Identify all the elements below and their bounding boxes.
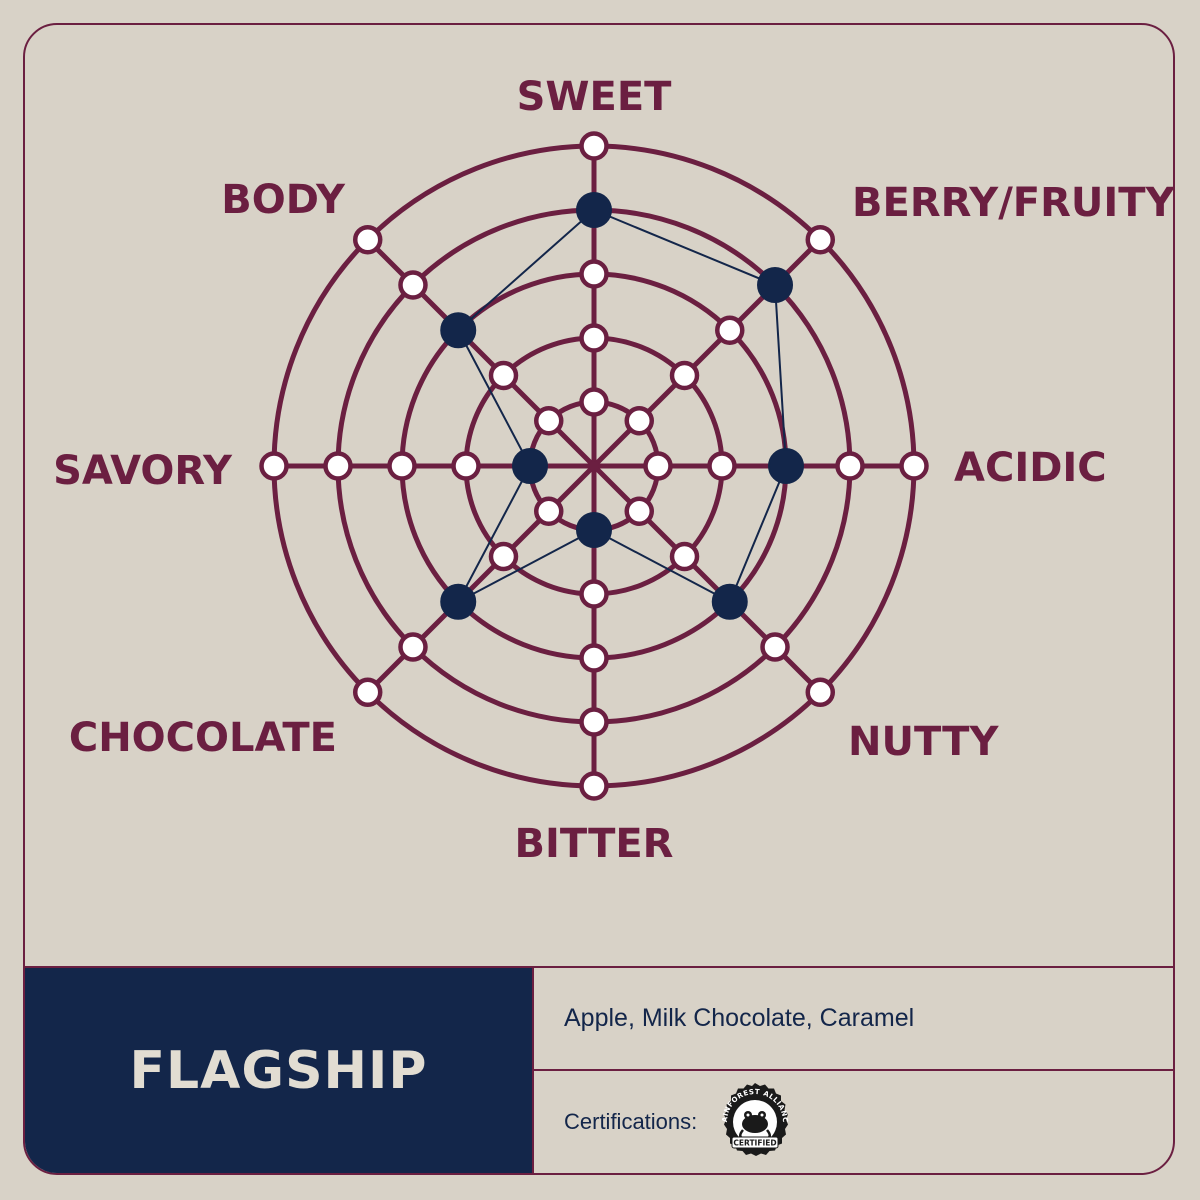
certifications-row: Certifications:	[534, 1071, 1173, 1173]
axis-label-acidic: ACIDIC	[954, 445, 1107, 491]
product-info: Apple, Milk Chocolate, Caramel Certifica…	[532, 968, 1173, 1173]
level-marker	[398, 632, 428, 662]
level-marker	[707, 451, 737, 481]
level-marker	[899, 451, 929, 481]
level-marker	[579, 323, 609, 353]
level-marker	[533, 496, 564, 527]
product-name-box: FLAGSHIP	[25, 968, 532, 1173]
level-marker	[323, 451, 353, 481]
level-marker	[805, 677, 836, 708]
level-marker	[488, 541, 519, 572]
tasting-notes-row: Apple, Milk Chocolate, Caramel	[534, 968, 1173, 1071]
level-marker	[387, 451, 417, 481]
level-marker	[805, 224, 836, 255]
level-marker	[579, 131, 609, 161]
level-marker	[579, 387, 609, 417]
axis-spoke	[365, 237, 596, 468]
level-marker	[643, 451, 673, 481]
axis-label-bitter: BITTER	[515, 821, 674, 867]
level-marker	[835, 451, 865, 481]
axis-spoke	[592, 464, 823, 695]
center-dot	[589, 461, 599, 471]
axis-label-nutty: NUTTY	[848, 719, 999, 765]
level-marker	[579, 707, 609, 737]
level-marker	[579, 771, 609, 801]
level-marker	[579, 643, 609, 673]
level-marker	[488, 360, 519, 391]
value-point	[440, 312, 477, 349]
value-point	[768, 448, 804, 484]
flavor-card: SWEET BERRY/FRUITY ACIDIC NUTTY BITTER CHOCOL…	[23, 23, 1175, 1175]
level-marker	[669, 360, 700, 391]
level-marker	[451, 451, 481, 481]
axis-label-body: BODY	[221, 177, 346, 223]
level-marker	[352, 224, 383, 255]
axis-label-berry-fruity: BERRY/FRUITY	[852, 180, 1173, 226]
level-marker	[624, 496, 655, 527]
level-marker	[579, 579, 609, 609]
product-panel: FLAGSHIP Apple, Milk Chocolate, Caramel …	[25, 966, 1173, 1173]
certifications-label: Certifications:	[564, 1109, 698, 1134]
product-name: FLAGSHIP	[129, 1040, 428, 1101]
value-point	[711, 583, 748, 620]
level-marker	[259, 451, 289, 481]
axis-label-chocolate: CHOCOLATE	[69, 715, 337, 761]
level-marker	[669, 541, 700, 572]
level-marker	[398, 270, 428, 300]
axis-label-sweet: SWEET	[517, 74, 673, 120]
value-point	[440, 583, 477, 620]
level-marker	[352, 677, 383, 708]
value-point	[576, 192, 612, 228]
level-marker	[715, 315, 745, 345]
tasting-notes: Apple, Milk Chocolate, Caramel	[564, 1004, 915, 1032]
flavor-radar-chart: SWEET BERRY/FRUITY ACIDIC NUTTY BITTER CHOCOL…	[53, 74, 1173, 867]
value-point	[576, 512, 612, 548]
axis-spoke	[365, 464, 596, 695]
level-marker	[624, 405, 655, 436]
level-marker	[760, 632, 790, 662]
value-point	[512, 448, 548, 484]
level-marker	[533, 405, 564, 436]
value-point	[757, 266, 794, 303]
rainforest-alliance-seal-icon: RAINFOREST ALLIANCE CERTIFIED	[715, 1082, 789, 1156]
svg-text:CERTIFIED: CERTIFIED	[734, 1139, 777, 1148]
level-marker	[579, 259, 609, 289]
axis-label-savory: SAVORY	[53, 448, 233, 494]
